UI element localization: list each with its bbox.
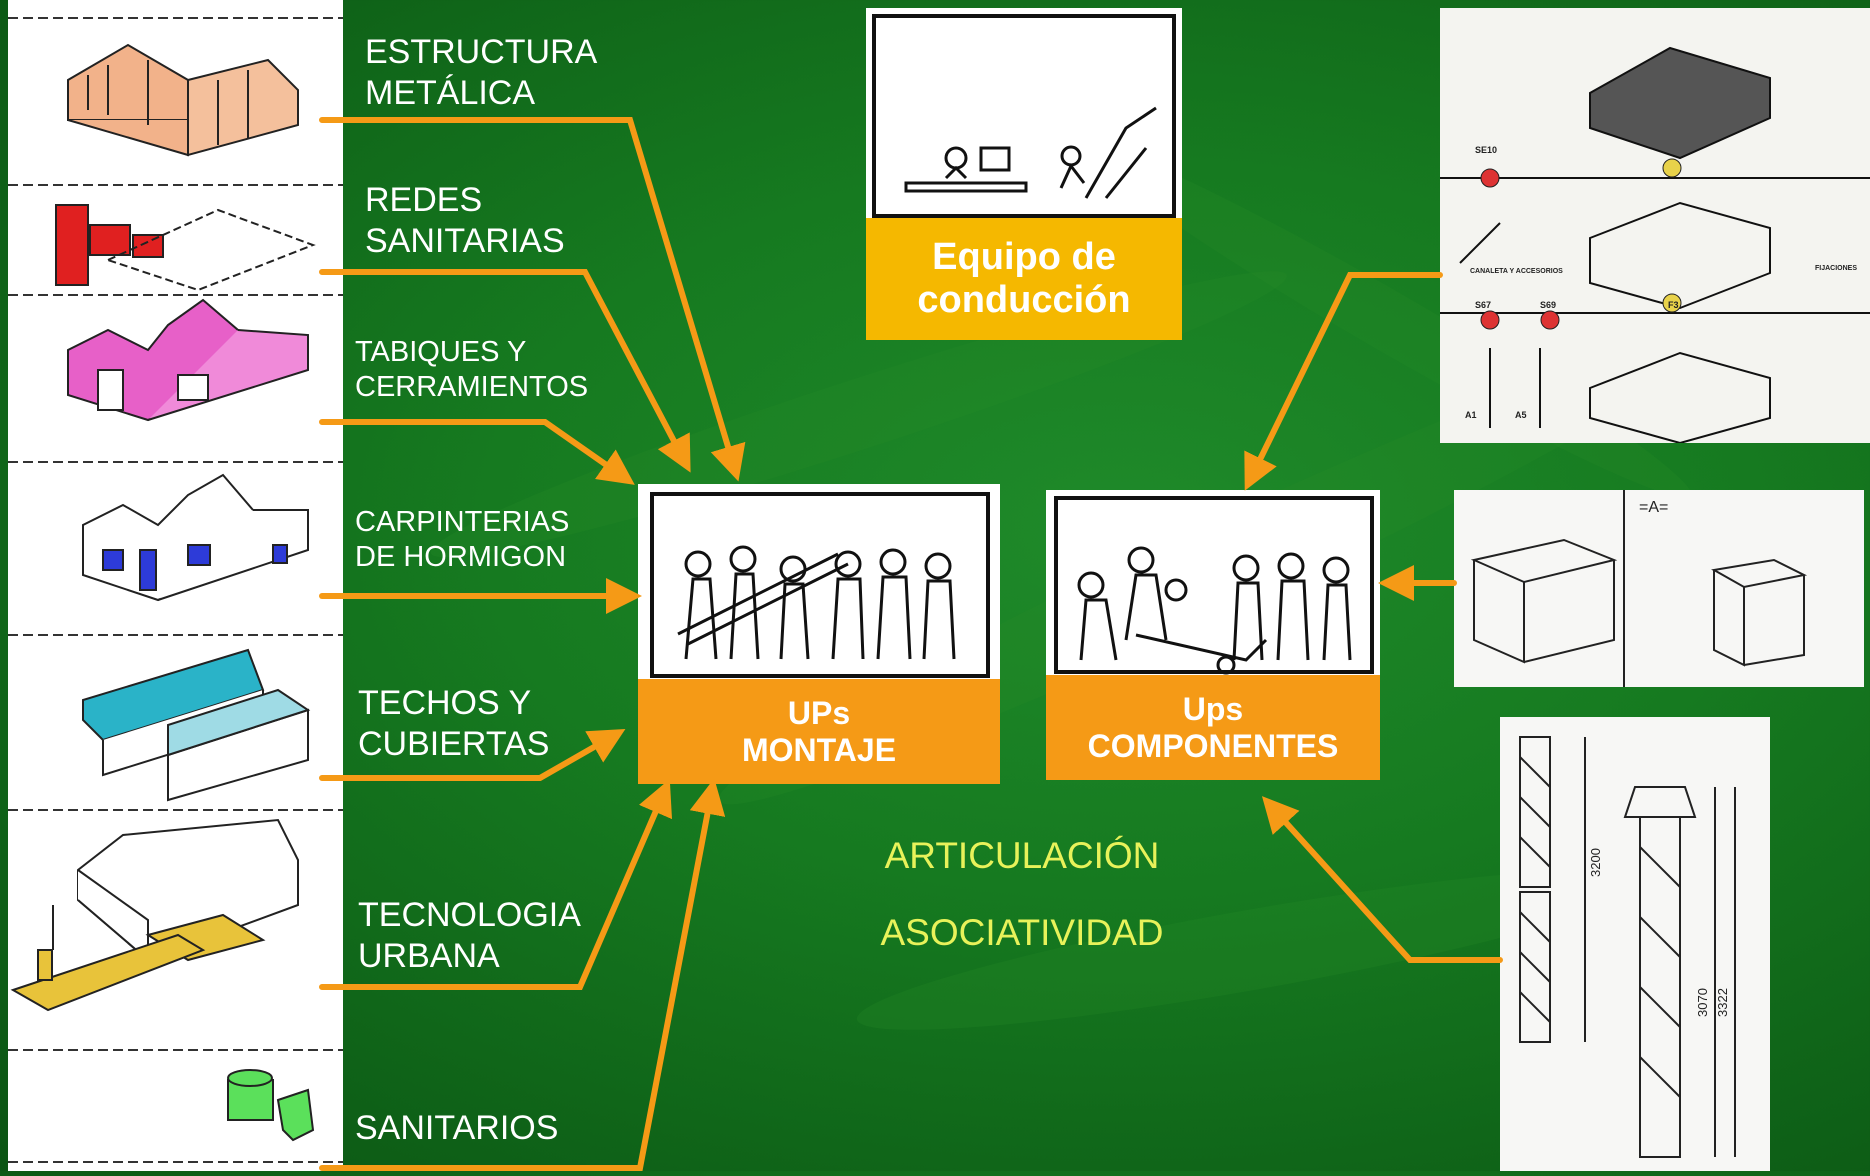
equipo-drawing: [866, 8, 1182, 218]
arrow-tabiques: [319, 419, 635, 485]
arrow-sanitarios: [319, 778, 726, 1171]
label-sanitarios: SANITARIOS: [355, 1109, 559, 1147]
label-se10: SE10: [1475, 145, 1497, 155]
arrow-exploded: [1244, 272, 1443, 491]
arrow-techos: [319, 729, 626, 781]
label-canaleta: CANALETA Y ACCESORIOS: [1470, 268, 1563, 275]
component-detail-drawing: =A=: [1454, 490, 1864, 687]
arrow-column: [1261, 796, 1503, 963]
label-s69: S69: [1540, 300, 1556, 310]
dim-3322: 3322: [1715, 988, 1730, 1017]
dim-3070: 3070: [1695, 988, 1710, 1017]
label-a5: A5: [1515, 410, 1527, 420]
articulacion-text: ARTICULACIÓN: [884, 835, 1160, 876]
plumbing-network-icon: [55, 204, 316, 292]
exploded-house-drawing: SE10 S67 S69 F3 A1 A5 CANALETA Y ACCESOR…: [1440, 8, 1870, 445]
roof-house-icon: [82, 648, 311, 802]
label-f3: F3: [1668, 300, 1679, 310]
arrow-tecnologia: [319, 778, 673, 990]
arrow-redes: [319, 269, 691, 473]
column-drawing: 3200 3070 3322: [1500, 717, 1770, 1171]
dim-3200: 3200: [1588, 848, 1603, 877]
label-fijaciones: FIJACIONES: [1815, 265, 1857, 272]
left-drawings: [8, 17, 343, 1163]
walls-house-icon: [67, 298, 309, 422]
left-drawings-panel: [8, 0, 343, 1171]
sanitary-fixtures-icon: [227, 1069, 315, 1142]
montaje-drawing: [638, 484, 1000, 679]
asociatividad-text: ASOCIATIVIDAD: [880, 912, 1164, 953]
steel-frame-house-icon: [67, 43, 299, 157]
label-a1: A1: [1465, 410, 1477, 420]
componentes-drawing: [1046, 490, 1380, 675]
label-s67: S67: [1475, 300, 1491, 310]
detail-a-label: =A=: [1639, 499, 1668, 516]
concrete-frames-house-icon: [82, 473, 309, 602]
arrow-estructura: [319, 117, 746, 482]
urban-technology-house-icon: [10, 818, 299, 1012]
